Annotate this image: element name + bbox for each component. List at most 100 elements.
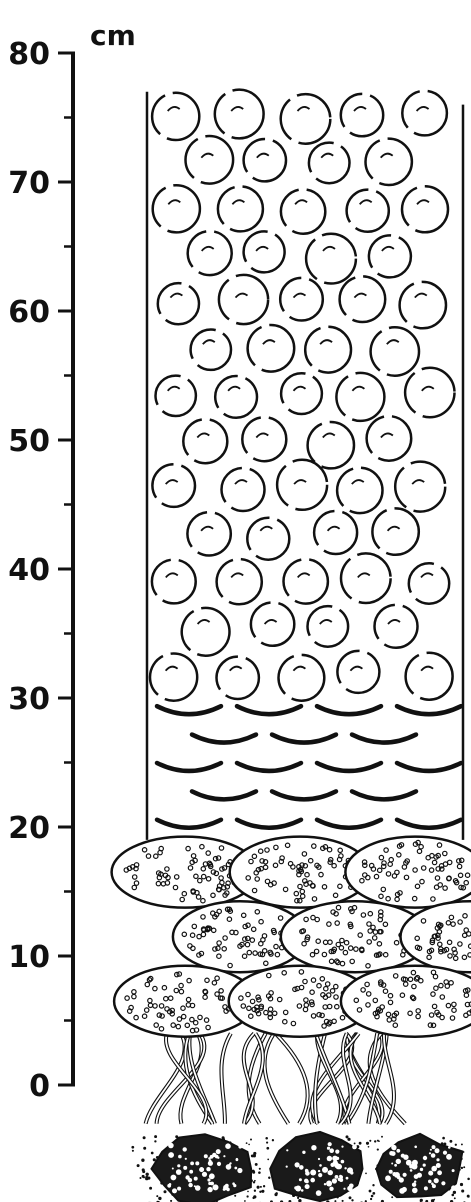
granule	[437, 882, 444, 888]
crumb-texture	[230, 572, 244, 579]
granule	[359, 877, 365, 884]
granule	[210, 869, 217, 875]
granule	[367, 910, 374, 917]
crumb-aggregate	[215, 655, 261, 701]
granule	[221, 865, 228, 871]
granule	[164, 866, 170, 872]
granule	[206, 925, 213, 932]
granule	[358, 946, 365, 953]
granule	[245, 991, 251, 998]
crumb-texture	[196, 619, 211, 625]
crumb-texture	[297, 572, 311, 579]
clast-speck	[323, 1183, 327, 1186]
sand-grain	[376, 1148, 379, 1151]
crumb-texture	[202, 339, 216, 345]
crumb-aggregate	[369, 326, 421, 377]
sand-grain	[154, 1135, 158, 1139]
granule	[262, 960, 269, 967]
granule	[439, 994, 446, 1000]
sand-grain	[170, 1199, 173, 1202]
crumb-texture	[294, 199, 308, 205]
granule	[271, 880, 277, 886]
clast-speck	[327, 1170, 332, 1175]
sand-grain	[262, 1185, 266, 1188]
granule	[158, 845, 165, 852]
granule	[181, 931, 188, 938]
granule	[212, 946, 218, 952]
sand-grain	[351, 1199, 354, 1202]
clast-speck	[224, 1183, 229, 1188]
crumb-aggregate	[186, 510, 233, 557]
clast-speck	[340, 1159, 345, 1164]
granule	[349, 958, 356, 965]
crumb-aggregate	[277, 653, 326, 702]
crumb-aggregate	[306, 420, 356, 470]
granule	[185, 1002, 192, 1008]
crumb-aggregate	[215, 557, 264, 606]
sand-grain	[145, 1175, 149, 1180]
crumb-aggregate	[242, 137, 288, 183]
granule	[328, 958, 335, 965]
sand-grain	[459, 1182, 464, 1187]
granule	[324, 981, 331, 987]
clast-speck	[335, 1149, 340, 1154]
axis-unit-label: cm	[90, 19, 136, 52]
granule	[385, 895, 391, 902]
granule	[272, 862, 279, 869]
granule	[364, 981, 370, 988]
sand-grain	[460, 1143, 463, 1146]
granule	[297, 883, 303, 890]
clast-speck	[350, 1171, 354, 1175]
granule	[462, 987, 469, 994]
clast-speck	[343, 1187, 346, 1190]
dark-clast	[375, 1132, 464, 1199]
sand-grain	[433, 1198, 436, 1201]
granule	[383, 847, 389, 853]
clast-speck	[423, 1186, 428, 1191]
sand-grain	[374, 1140, 377, 1143]
granule	[351, 904, 358, 911]
sand-grain	[452, 1190, 457, 1195]
crumb-aggregate	[398, 280, 448, 330]
clast-speck	[305, 1168, 308, 1171]
granular-aggregates-layer	[110, 835, 471, 1038]
sand-grain	[391, 1196, 394, 1199]
clast-speck	[225, 1143, 231, 1149]
crumb-aggregate	[246, 323, 296, 373]
granule	[257, 940, 264, 947]
dark-clast	[269, 1130, 364, 1202]
granule	[159, 1013, 165, 1019]
granule	[296, 897, 303, 904]
granule	[184, 1022, 191, 1029]
clast-speck	[334, 1175, 339, 1179]
sand-grain	[141, 1168, 145, 1172]
crumb-aggregate	[151, 183, 202, 234]
clast-speck	[325, 1168, 328, 1172]
granule	[367, 928, 374, 934]
granule	[258, 865, 265, 872]
granule	[319, 1012, 325, 1019]
granule	[334, 920, 341, 926]
granule	[310, 843, 317, 849]
granule	[326, 921, 332, 927]
granule	[192, 1019, 199, 1026]
clast-speck	[448, 1146, 451, 1149]
granule	[361, 862, 368, 869]
granule	[451, 1007, 457, 1014]
crumb-texture	[380, 152, 394, 159]
granule	[224, 883, 231, 890]
granule	[271, 1010, 278, 1017]
clast-speck	[295, 1185, 302, 1192]
granule	[204, 977, 210, 984]
sand-grain	[453, 1197, 456, 1200]
crumb-texture	[319, 339, 333, 345]
crumb-aggregate	[150, 558, 197, 605]
granule	[164, 1006, 170, 1012]
granule	[378, 981, 384, 987]
granule	[205, 1024, 211, 1031]
granule	[414, 883, 421, 890]
curved-plate	[189, 789, 259, 802]
granule	[382, 921, 389, 928]
granule	[273, 943, 279, 950]
crumb-aggregate	[156, 281, 201, 326]
